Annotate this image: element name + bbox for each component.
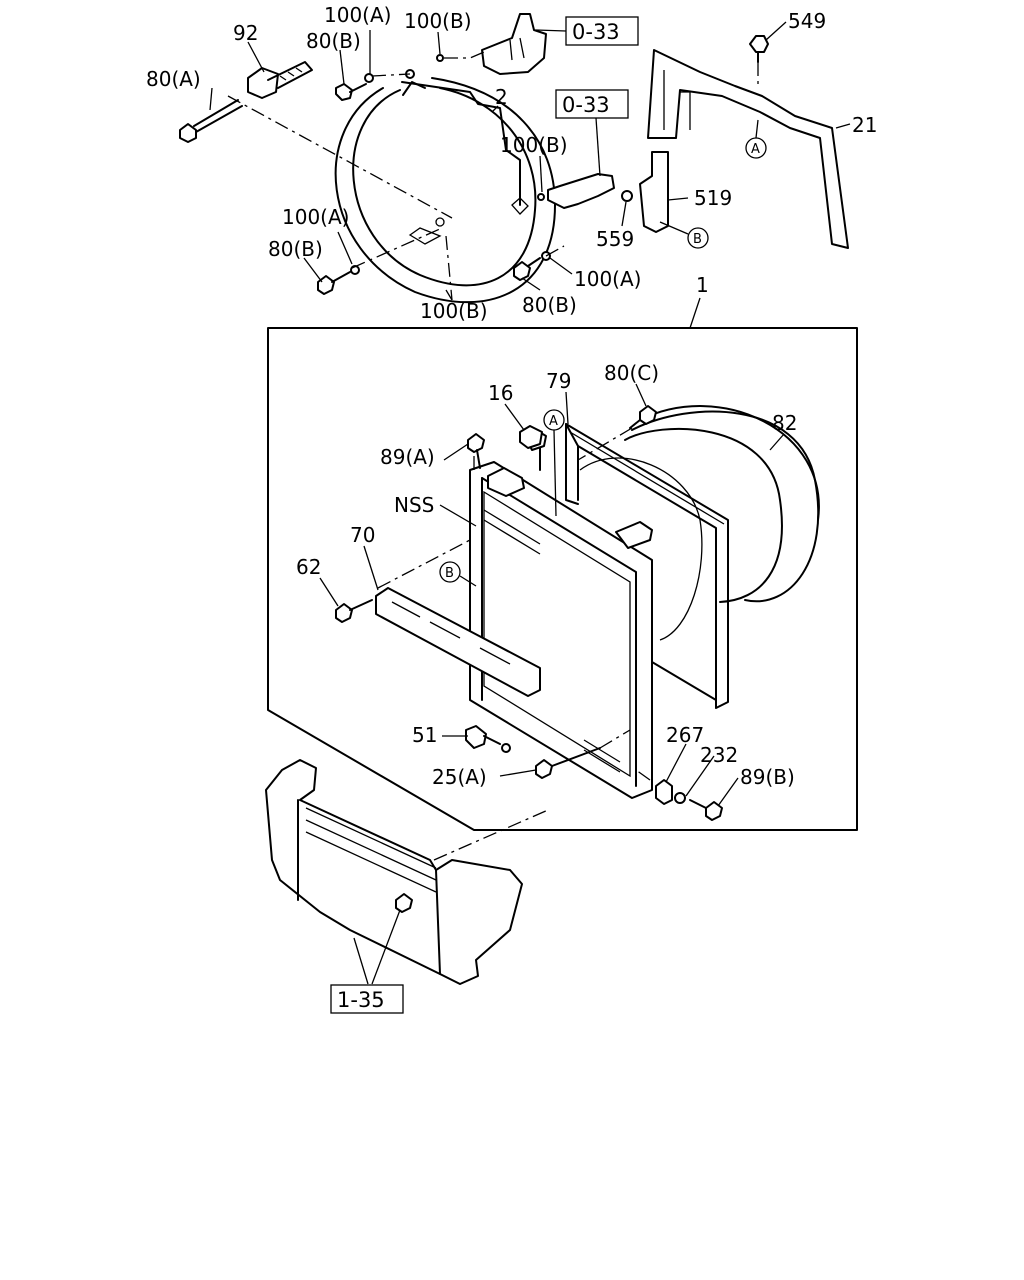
callout-559: 559	[596, 227, 634, 251]
shroud-frame-79	[565, 423, 729, 709]
callout-82: 82	[772, 411, 797, 435]
callout-100b-bottom: 100(B)	[420, 299, 488, 323]
callout-100a-right: 100(A)	[574, 267, 641, 291]
cap-16	[519, 425, 543, 449]
callout-1: 1	[696, 273, 709, 297]
svg-text:A: A	[549, 414, 558, 429]
clip-549	[749, 35, 769, 63]
intercooler	[265, 759, 523, 985]
part-51	[465, 725, 511, 753]
bolt-80a	[179, 99, 243, 143]
bolt-80b-right	[513, 251, 551, 281]
svg-text:A: A	[751, 142, 760, 157]
bolt-25a	[535, 747, 601, 779]
callout-2: 2	[495, 85, 508, 109]
callout-25a: 25(A)	[432, 765, 487, 789]
bracket-519	[621, 151, 669, 233]
callout-100a-top: 100(A)	[324, 3, 391, 27]
callout-70: 70	[350, 523, 375, 547]
bolt-89a	[467, 433, 485, 469]
marker-b-top: B	[687, 227, 709, 249]
fan-shroud-82	[579, 405, 820, 641]
callout-232: 232	[700, 743, 738, 767]
callout-89a: 89(A)	[380, 445, 435, 469]
callout-80b-left: 80(B)	[268, 237, 323, 261]
bushing-267	[655, 779, 673, 805]
callout-267: 267	[666, 723, 704, 747]
side-seal-21	[647, 49, 849, 249]
bolt-80b-left	[317, 265, 360, 295]
ref-box-0-33-top	[565, 16, 639, 46]
svg-text:B: B	[693, 232, 702, 247]
side-bar-70	[375, 587, 541, 697]
washer-232	[674, 792, 686, 804]
ref-0-33-top: 0-33	[572, 20, 620, 44]
ref-1-35: 1-35	[337, 988, 385, 1012]
bracket-0-33-mid	[537, 173, 615, 209]
ref-box-0-33-mid	[555, 89, 629, 119]
bolt-62	[335, 599, 373, 623]
callout-nss: NSS	[394, 493, 434, 517]
marker-b-mid: B	[439, 561, 461, 583]
callout-51: 51	[412, 723, 437, 747]
callout-21: 21	[852, 113, 877, 137]
callout-16: 16	[488, 381, 513, 405]
callout-79: 79	[546, 369, 571, 393]
callout-519: 519	[694, 186, 732, 210]
ref-box-1-35	[330, 984, 404, 1014]
marker-a-mid: A	[543, 409, 565, 431]
callout-80b-bottom: 80(B)	[522, 293, 577, 317]
callout-80c: 80(C)	[604, 361, 659, 385]
bracket-0-33-top	[481, 13, 547, 75]
callout-80b-top: 80(B)	[306, 29, 361, 53]
svg-text:B: B	[445, 566, 454, 581]
radiator-core	[469, 429, 653, 799]
callout-100a-left: 100(A)	[282, 205, 349, 229]
bolt-89b	[689, 799, 723, 821]
bolt-80b-top	[335, 54, 444, 101]
fan-shroud-ring	[334, 77, 556, 304]
callout-92: 92	[233, 21, 258, 45]
bolt-80c	[629, 405, 657, 429]
callout-549: 549	[788, 9, 826, 33]
ref-0-33-mid: 0-33	[562, 93, 610, 117]
callout-80a-top: 80(A)	[146, 67, 201, 91]
callout-100b-top: 100(B)	[404, 9, 472, 33]
callout-100b-mid: 100(B)	[500, 133, 568, 157]
clip-bracket-92	[247, 61, 313, 99]
assembly-frame	[267, 327, 858, 831]
callout-62: 62	[296, 555, 321, 579]
marker-a-top: A	[745, 137, 767, 159]
callout-89b: 89(B)	[740, 765, 795, 789]
